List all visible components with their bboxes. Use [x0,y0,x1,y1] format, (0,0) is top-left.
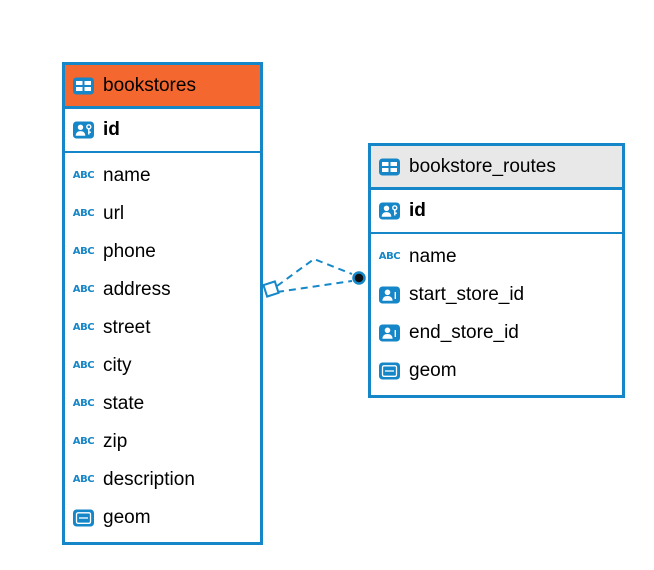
text-type-icon: ABC [72,398,95,409]
text-type-icon: ABC [72,284,95,295]
field-row-name[interactable]: ABC name [371,238,622,276]
field-row-url[interactable]: ABC url [65,195,260,233]
field-row-address[interactable]: ABC address [65,271,260,309]
field-row-phone[interactable]: ABC phone [65,233,260,271]
field-name: zip [103,431,128,452]
text-type-icon: ABC [72,208,95,219]
table-title: bookstore_routes [409,155,556,177]
field-row-geom[interactable]: geom [371,352,622,390]
text-type-icon: ABC [72,322,95,333]
pk-name: id [409,200,426,221]
field-name: state [103,393,145,414]
relationship-target-anchor-icon[interactable] [352,271,366,285]
field-row-name[interactable]: ABC name [65,157,260,195]
field-row-zip[interactable]: ABC zip [65,423,260,461]
field-name: end_store_id [409,322,519,343]
field-row-end-store-id[interactable]: end_store_id [371,314,622,352]
pk-row-id[interactable]: id [371,190,622,234]
person-icon [378,286,401,304]
person-icon [378,324,401,342]
relationship-line-2[interactable] [276,280,353,293]
table-icon [72,77,95,95]
geometry-icon [378,362,401,380]
field-name: name [409,246,457,267]
text-type-icon: ABC [72,246,95,257]
field-name: geom [103,507,151,528]
table-bookstore-routes-header[interactable]: bookstore_routes [371,146,622,190]
field-row-state[interactable]: ABC state [65,385,260,423]
field-list: ABC name start_store_id end_store_id geo… [371,234,622,395]
table-bookstores-header[interactable]: bookstores [65,65,260,109]
primary-key-icon [72,121,95,139]
text-type-icon: ABC [72,170,95,181]
field-name: name [103,165,151,186]
text-type-icon: ABC [378,251,401,262]
field-name: phone [103,241,156,262]
field-name: start_store_id [409,284,525,305]
text-type-icon: ABC [72,474,95,485]
field-name: geom [409,360,457,381]
text-type-icon: ABC [72,436,95,447]
field-name: url [103,203,125,224]
pk-name: id [103,119,120,140]
field-row-geom[interactable]: geom [65,499,260,537]
field-name: city [103,355,132,376]
relationship-line-1[interactable] [276,257,353,287]
field-name: address [103,279,171,300]
field-row-start-store-id[interactable]: start_store_id [371,276,622,314]
field-row-street[interactable]: ABC street [65,309,260,347]
text-type-icon: ABC [72,360,95,371]
primary-key-icon [378,202,401,220]
field-list: ABC name ABC url ABC phone ABC address A… [65,153,260,542]
field-name: description [103,469,195,490]
table-icon [378,158,401,176]
table-title: bookstores [103,74,196,96]
field-row-city[interactable]: ABC city [65,347,260,385]
geometry-icon [72,509,95,527]
table-bookstores[interactable]: bookstores id ABC name ABC url ABC phone… [62,62,263,545]
table-bookstore-routes[interactable]: bookstore_routes id ABC name start_store… [368,143,625,398]
relationship-source-anchor-icon[interactable] [262,280,280,298]
field-row-description[interactable]: ABC description [65,461,260,499]
pk-row-id[interactable]: id [65,109,260,153]
field-name: street [103,317,151,338]
